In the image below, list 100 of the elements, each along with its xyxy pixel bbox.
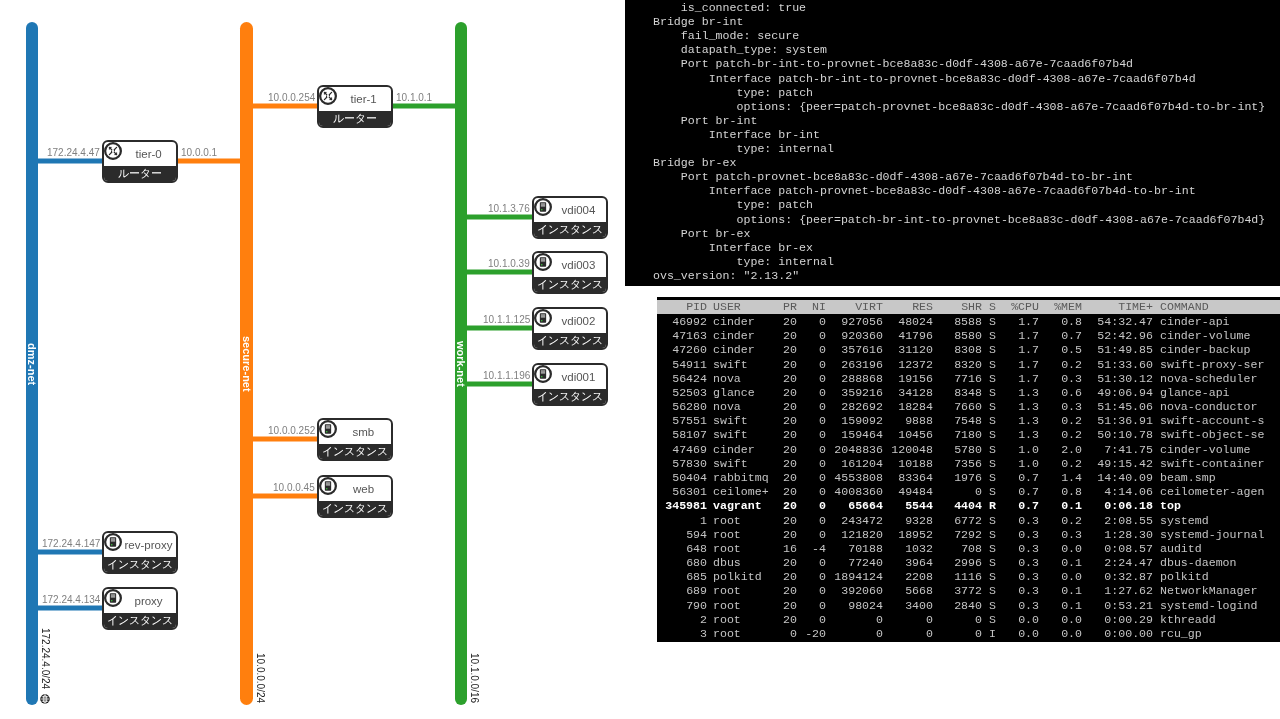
command-name: nova-conductor	[1160, 400, 1258, 415]
priority-value: 20	[783, 414, 797, 429]
instance-box	[532, 363, 608, 406]
output-line: options: {peer=patch-br-int-to-provnet-bce8a83c-d0df-4308-a67e-7caad6f07b4d}	[736, 212, 1266, 227]
shared-memory: 7548	[954, 414, 982, 429]
edge-label: 10.1.1.196	[483, 369, 531, 381]
process-state: S	[989, 541, 996, 556]
virtual-memory: 1894124	[834, 570, 883, 585]
cpu-usage: 1.3	[1018, 400, 1039, 415]
cpu-time: 7:41.75	[1104, 442, 1153, 457]
resident-memory: 31120	[898, 343, 933, 358]
virtual-memory: 263196	[841, 357, 883, 372]
command-name: auditd	[1160, 541, 1202, 556]
process-state: S	[989, 343, 996, 358]
cpu-time: 14:40.09	[1097, 470, 1153, 485]
virtual-memory: 288868	[841, 371, 883, 386]
connector-line	[467, 381, 532, 387]
process-state: S	[989, 584, 996, 599]
nice-value: 0	[819, 456, 826, 471]
device-name: web	[353, 482, 375, 496]
output-line: Interface br-int	[708, 127, 820, 142]
process-state: S	[989, 385, 996, 400]
edge-label: 10.1.3.76	[488, 202, 530, 214]
command-name: cinder-backup	[1160, 343, 1251, 358]
edge-label: 10.1.1.125	[483, 313, 531, 325]
nice-value: 0	[819, 343, 826, 358]
edge-label: 172.24.4.47	[47, 146, 100, 158]
user-name: root	[713, 584, 741, 599]
connector-line	[38, 549, 102, 555]
instance-box	[102, 531, 178, 574]
process-state: S	[989, 428, 996, 443]
process-state: S	[989, 598, 996, 613]
process-id: 680	[686, 556, 707, 571]
user-name: rabbitmq	[713, 470, 769, 485]
cpu-usage: 1.7	[1018, 315, 1039, 329]
process-id: 57551	[672, 414, 707, 429]
nice-value: 0	[819, 442, 826, 457]
command-name: ceilometer-agen	[1160, 485, 1265, 500]
output-line: Port br-ex	[680, 226, 751, 241]
column-header: SHR	[961, 300, 982, 314]
memory-usage: 0.1	[1061, 598, 1082, 613]
device-name: vdi002	[561, 314, 596, 328]
priority-value: 16	[783, 541, 797, 556]
process-state: S	[989, 329, 996, 344]
virtual-memory: 243472	[841, 513, 883, 528]
memory-usage: 2.0	[1061, 442, 1082, 457]
connector-line	[467, 214, 532, 220]
memory-usage: 0.1	[1061, 499, 1082, 514]
resident-memory: 3964	[905, 556, 933, 571]
column-header: USER	[713, 300, 741, 314]
column-header: PR	[783, 300, 797, 314]
process-id: 56280	[672, 400, 707, 415]
resident-memory: 120048	[891, 442, 933, 457]
cpu-usage: 0.7	[1018, 470, 1039, 485]
priority-value: 20	[783, 499, 797, 514]
resident-memory: 0	[926, 626, 933, 641]
process-id: 689	[686, 584, 707, 599]
command-name: polkitd	[1160, 570, 1209, 585]
cpu-usage: 1.7	[1018, 343, 1039, 358]
cpu-usage: 0.3	[1018, 527, 1039, 542]
command-name: kthreadd	[1160, 612, 1216, 627]
cpu-time: 51:45.06	[1097, 400, 1153, 415]
nice-value: 0	[819, 513, 826, 528]
user-name: cinder	[713, 442, 755, 457]
command-name: swift-proxy-ser	[1160, 357, 1265, 372]
device-type: インスタンス	[534, 333, 606, 348]
cpu-time: 49:06.94	[1097, 385, 1153, 400]
output-line: Port patch-provnet-bce8a83c-d0df-4308-a67e-7caad6f07b4d-to-br-int	[680, 170, 1134, 185]
memory-usage: 0.5	[1061, 343, 1082, 358]
priority-value: 20	[783, 456, 797, 471]
column-header: %CPU	[1011, 300, 1039, 314]
cpu-time: 4:14.06	[1104, 485, 1153, 500]
user-name: root	[713, 541, 741, 556]
connector-line	[253, 436, 317, 442]
nice-value: 0	[819, 400, 826, 415]
process-id: 58107	[672, 428, 707, 443]
resident-memory: 48024	[898, 315, 933, 329]
cpu-usage: 1.0	[1018, 456, 1039, 471]
shared-memory: 8580	[954, 329, 982, 344]
process-state: S	[989, 357, 996, 372]
cpu-usage: 0.0	[1018, 612, 1039, 627]
user-name: dbus	[713, 556, 741, 571]
user-name: cinder	[713, 315, 755, 329]
column-header: NI	[812, 300, 826, 314]
output-line: type: patch	[736, 198, 814, 213]
cpu-usage: 0.3	[1018, 598, 1039, 613]
resident-memory: 1032	[905, 541, 933, 556]
cpu-time: 52:42.96	[1097, 329, 1153, 344]
command-name: NetworkManager	[1160, 584, 1258, 599]
priority-value: 20	[783, 400, 797, 415]
process-state: S	[989, 513, 996, 528]
network-bar	[26, 22, 38, 705]
process-state: S	[989, 371, 996, 386]
device-name: vdi003	[561, 258, 596, 272]
cpu-time: 49:15.42	[1097, 456, 1153, 471]
resident-memory: 9888	[905, 414, 933, 429]
resident-memory: 41796	[898, 329, 933, 344]
cpu-usage: 1.3	[1018, 414, 1039, 429]
virtual-memory: 359216	[841, 385, 883, 400]
shared-memory: 7180	[954, 428, 982, 443]
